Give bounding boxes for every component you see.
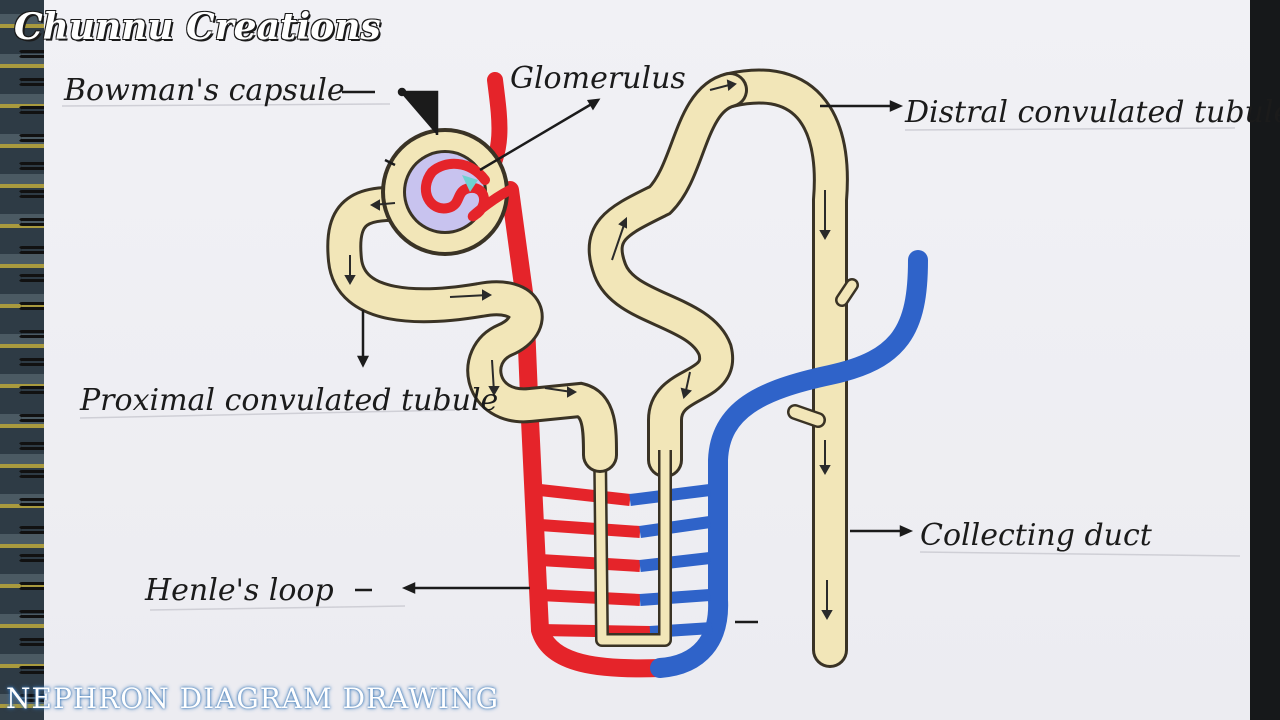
- collecting-duct: [712, 68, 859, 668]
- label-distal-convoluted-tubule: Distral convulated tubule: [904, 95, 1280, 130]
- right-page-edge: [1250, 0, 1280, 720]
- label-pointers: [342, 87, 914, 624]
- label-underlines: [61, 103, 1241, 611]
- label-glomerulus: Glomerulus: [510, 61, 686, 96]
- proximal-convoluted-tubule: [326, 185, 618, 473]
- label-proximal-convoluted-tubule: Proximal convulated tubule: [79, 383, 498, 418]
- label-henles-loop: Henle's loop: [144, 573, 334, 608]
- video-caption: NEPHRON DIAGRAM DRAWING: [6, 682, 499, 715]
- glomerulus: [420, 158, 515, 222]
- henle-loop: [593, 449, 672, 647]
- peritubular-capillaries: [477, 72, 669, 678]
- flow-arrows: [344, 79, 833, 621]
- bowman-capsule: [381, 128, 509, 256]
- vasa-recta-venous: [629, 250, 928, 678]
- distal-convoluted-tubule: [587, 72, 748, 478]
- label-collecting-duct: Collecting duct: [920, 518, 1153, 553]
- label-bowmans-capsule: Bowman's capsule: [63, 73, 345, 108]
- channel-logo-text: Chunnu Creations: [14, 6, 381, 48]
